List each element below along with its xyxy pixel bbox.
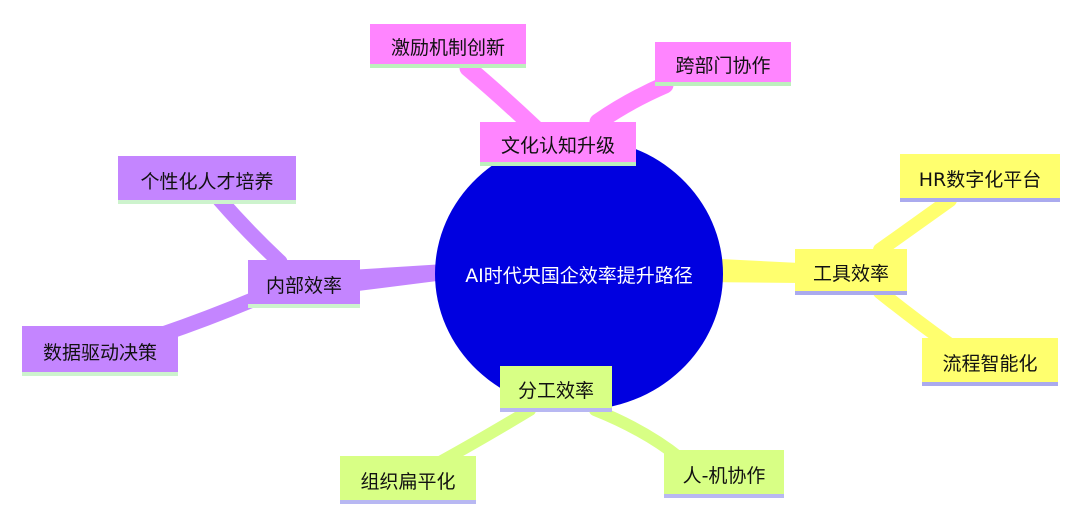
link-wenhua-to-kuabumen xyxy=(589,76,674,131)
link-wenhua-to-jili xyxy=(459,59,544,137)
link-gongju-to-hr xyxy=(873,193,957,257)
leaf-node-gexinghua[interactable]: 个性化人才培养 xyxy=(118,156,296,204)
leaf-node-zuzhi[interactable]: 组织扁平化 xyxy=(340,456,476,504)
branch-node-neibu[interactable]: 内部效率 xyxy=(248,260,360,308)
leaf-node-liucheng[interactable]: 流程智能化 xyxy=(922,338,1058,386)
leaf-node-renji[interactable]: 人-机协作 xyxy=(664,450,784,498)
leaf-node-hr[interactable]: HR数字化平台 xyxy=(900,154,1060,202)
link-center-to-neibu xyxy=(350,264,445,292)
link-center-to-gongju xyxy=(700,258,800,283)
leaf-node-shuju[interactable]: 数据驱动决策 xyxy=(22,326,178,376)
leaf-node-kuabumen[interactable]: 跨部门协作 xyxy=(655,42,791,86)
branch-node-gongju[interactable]: 工具效率 xyxy=(795,249,907,295)
leaf-node-jili[interactable]: 激励机制创新 xyxy=(370,24,526,68)
center-topic[interactable]: AI时代央国企效率提升路径 xyxy=(435,138,723,410)
branch-node-fengong[interactable]: 分工效率 xyxy=(500,366,612,412)
branch-node-wenhua[interactable]: 文化认知升级 xyxy=(480,122,636,166)
link-fengong-to-zuzhi xyxy=(434,404,536,468)
link-neibu-to-gexinghua xyxy=(212,192,288,270)
